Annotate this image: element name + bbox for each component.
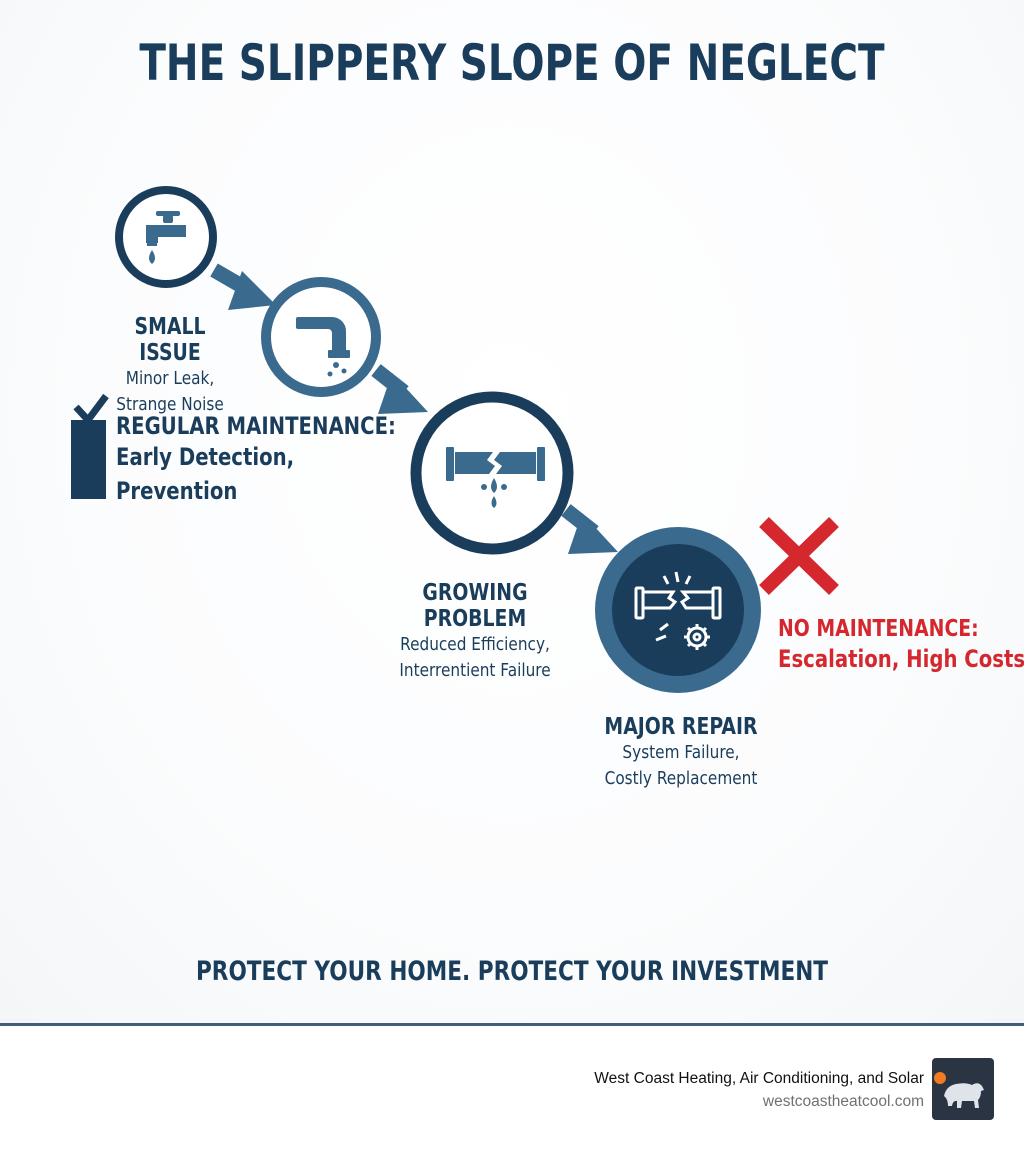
- page-title: THE SLIPPERY SLOPE OF NEGLECT: [139, 34, 885, 92]
- stage-1-label: SMALL ISSUE Minor Leak, Strange Noise: [90, 314, 250, 418]
- company-url-link[interactable]: westcoastheatcool.com: [762, 1093, 924, 1110]
- footer: [0, 1026, 1024, 1154]
- checkmark-icon: [71, 393, 109, 499]
- pipe-elbow-leak-icon: [296, 317, 350, 377]
- arrow-1: [210, 263, 276, 310]
- no-maintenance-callout: NO MAINTENANCE: Escalation, High Costs: [778, 616, 1024, 676]
- stage-1-details: Minor Leak, Strange Noise: [116, 368, 224, 415]
- footer-divider: [0, 1023, 1024, 1026]
- regular-maintenance-callout: REGULAR MAINTENANCE: Early Detection, Pr…: [116, 412, 457, 508]
- broken-pipe-icon: [446, 447, 545, 508]
- tagline: PROTECT YOUR HOME. PROTECT YOUR INVESTME…: [195, 956, 829, 987]
- red-x-icon: [759, 516, 839, 596]
- slope-diagram: [71, 186, 839, 693]
- no-maintenance-details: Escalation, High Costs: [778, 645, 1024, 673]
- burst-pipe-gear-icon: [634, 571, 722, 650]
- logo-notification-dot: [934, 1072, 946, 1084]
- bear-silhouette: [944, 1083, 984, 1108]
- stage-4-details: System Failure, Costly Replacement: [604, 742, 758, 789]
- stage-2-circle: [261, 277, 381, 397]
- faucet-drip-icon: [146, 211, 186, 264]
- stage-3-circle: [410, 391, 574, 555]
- bear-logo-icon[interactable]: [932, 1058, 994, 1120]
- no-maintenance-heading: NO MAINTENANCE:: [778, 616, 979, 642]
- regular-maintenance-details: Early Detection, Prevention: [116, 443, 295, 505]
- stage-4-heading: MAJOR REPAIR: [604, 714, 758, 740]
- arrow-3: [561, 504, 618, 554]
- arrow-2: [371, 364, 428, 414]
- stage-3-heading: GROWING PROBLEM: [422, 580, 528, 632]
- stage-1-circle: [115, 186, 217, 288]
- company-name: West Coast Heating, Air Conditioning, an…: [594, 1070, 924, 1087]
- stage-3-details: Reduced Efficiency, Interrentient Failur…: [399, 634, 551, 681]
- stage-4-label: MAJOR REPAIR System Failure, Costly Repl…: [576, 714, 786, 792]
- stage-4-circle: [595, 527, 761, 693]
- stage-3-label: GROWING PROBLEM Reduced Efficiency, Inte…: [355, 580, 595, 684]
- regular-maintenance-heading: REGULAR MAINTENANCE:: [116, 412, 396, 440]
- stage-1-heading: SMALL ISSUE: [134, 314, 206, 366]
